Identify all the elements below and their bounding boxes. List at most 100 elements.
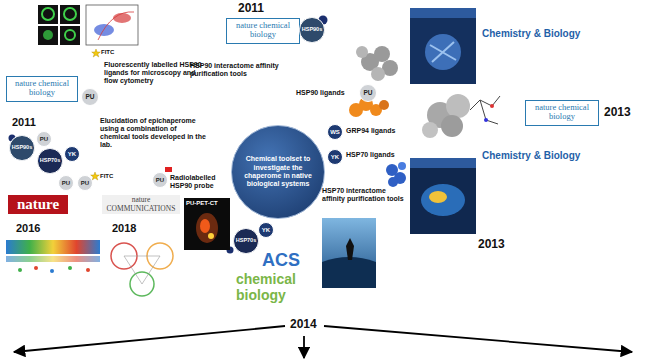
year-label: 2013	[604, 106, 642, 120]
microscopy-thumbnail-part	[65, 30, 75, 40]
node-text: PU	[81, 180, 89, 186]
journal-logo: nature COMMUNICATIONS	[102, 195, 180, 214]
node-text: HSP90s	[302, 27, 323, 33]
heatmap-figure	[6, 240, 100, 273]
journal-cover-part	[410, 8, 476, 84]
flow-cytometry-plot	[86, 5, 138, 45]
microscopy-thumbnail	[38, 5, 80, 45]
ocean-image	[322, 218, 376, 288]
journal-logo: chemical biology	[236, 271, 320, 303]
hsp90-ligand-molecule	[356, 46, 398, 81]
node-text: nature chemical biology	[11, 79, 73, 98]
journal-cover-part	[410, 158, 476, 168]
journal-cover	[410, 158, 476, 234]
tool-note: HSP70 ligands	[346, 151, 418, 159]
compound-badge: PU	[77, 175, 93, 191]
timeline-arrow-part	[14, 326, 285, 352]
journal-cover-part	[421, 184, 465, 216]
microscopy-thumbnail-part	[38, 26, 58, 45]
journal-logo: ACS	[262, 250, 316, 271]
flow-cytometry-plot-part	[94, 24, 114, 36]
compound-badge: PU	[58, 175, 74, 191]
node-text: nature chemical biology	[231, 21, 295, 40]
tool-note: GRP94 ligands	[346, 127, 418, 135]
compound-badge: YK	[327, 149, 343, 165]
microscopy-thumbnail-part	[38, 5, 58, 24]
node-text: WS	[330, 129, 340, 135]
tool-note: Elucidation of epichaperome using a comb…	[100, 117, 208, 149]
ocean-image-part	[322, 218, 376, 288]
heatmap-figure-part	[68, 266, 72, 270]
journal-name: Chemistry & Biology	[482, 28, 592, 40]
fitc-star	[91, 49, 101, 180]
flow-cytometry-plot-part	[113, 13, 131, 23]
node-text: PU	[40, 136, 48, 142]
node-text: HSP90s	[12, 145, 33, 151]
hsp90-ligand-molecule-part	[374, 46, 390, 62]
microscopy-thumbnail-part	[60, 26, 80, 45]
hub-circle: Chemical toolset to investigate the chap…	[231, 125, 325, 219]
journal-cover-part	[430, 42, 456, 62]
tool-note: HSP70 interactome affinity purification …	[322, 187, 406, 203]
hsp70-ligand-molecule-part	[398, 162, 406, 170]
heatmap-figure-part	[86, 268, 90, 272]
year-label: 2011	[238, 2, 282, 16]
year-label: 2016	[16, 222, 56, 235]
compound-badge: HSP90s	[9, 135, 35, 161]
pet-ct-image-part	[208, 233, 214, 239]
compound-badge: HSP70s	[233, 228, 259, 254]
node-text: PU	[62, 180, 70, 186]
pet-ct-image-part	[196, 213, 218, 243]
compound-badge: YK	[258, 222, 274, 238]
compound-badge: PU	[36, 131, 52, 147]
compound-badge: PU	[152, 172, 168, 188]
node-text: YK	[262, 227, 270, 233]
fitc-star-part	[92, 49, 101, 57]
timeline-arrow-part	[324, 326, 632, 352]
journal-cover-part	[410, 158, 476, 234]
journal-logo-box: nature chemical biology	[226, 18, 300, 44]
grp94-structure-part	[446, 94, 470, 118]
heatmap-figure-part	[18, 268, 22, 272]
tool-note: HSP90 ligands	[296, 89, 358, 97]
year-label: 2013	[478, 238, 518, 252]
hsp90-ligand-molecule-part	[356, 46, 368, 58]
tool-note: HSP90 interactome affinity purification …	[190, 62, 290, 78]
image-caption: PU-PET-CT	[186, 200, 230, 207]
fluorophore-tag: FITC	[101, 49, 131, 56]
node-text: Chemical toolset to investigate the chap…	[244, 155, 312, 189]
compound-badge: PU	[81, 88, 99, 106]
pet-ct-image-part	[184, 198, 230, 250]
node-text: YK	[68, 151, 76, 157]
journal-cover	[410, 8, 476, 84]
microscopy-thumbnail-part	[43, 30, 53, 40]
heatmap-figure-part	[50, 269, 54, 273]
fluorophore-tag: FITC	[100, 173, 130, 180]
year-label: 2011	[12, 116, 52, 129]
ocean-image-part	[346, 238, 354, 260]
grp94-structure-part	[490, 104, 494, 108]
grp94-structure-part	[441, 115, 463, 137]
hsp70-ligand-molecule	[386, 162, 406, 187]
network-circles-figure	[111, 243, 173, 296]
flow-cytometry-plot-part	[98, 12, 134, 40]
grp94-ligand-molecule-part	[379, 100, 389, 110]
node-text: YK	[331, 154, 339, 160]
node-text: HSP70s	[236, 238, 257, 244]
journal-cover-part	[425, 34, 461, 70]
compound-badge: WS	[327, 124, 343, 140]
hsp70-ligand-molecule-part	[388, 177, 398, 187]
journal-logo-box: nature chemical biology	[6, 76, 78, 102]
radiolabel-mark	[165, 167, 172, 172]
grp94-structure-part	[484, 118, 488, 122]
compound-badge: HSP70s	[37, 148, 63, 174]
year-label: 2014	[290, 318, 330, 332]
heatmap-figure-part	[6, 240, 100, 254]
tool-note: Fluorescently labelled HSP90 ligands for…	[104, 61, 204, 85]
radiolabel-mark-part	[165, 167, 172, 172]
grp94-structure-part	[470, 96, 500, 124]
microscopy-thumbnail-part	[60, 5, 80, 24]
heatmap-figure-part	[34, 266, 38, 270]
heatmap-figure-part	[6, 256, 100, 262]
compound-badge: YK	[64, 146, 80, 162]
